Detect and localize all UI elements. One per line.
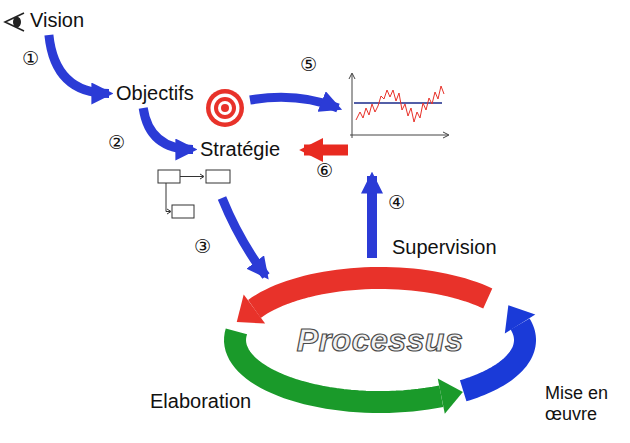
ring-arrowhead xyxy=(438,379,463,414)
node-text: Vision xyxy=(30,9,84,32)
ring-segment xyxy=(254,278,487,309)
arrow-five xyxy=(250,97,338,108)
callout-number: ⑥ xyxy=(316,160,333,182)
ring-text-holder: Processus xyxy=(220,262,540,418)
process-ring: Processus xyxy=(220,262,540,418)
callout-number: ③ xyxy=(194,236,211,258)
process-title: Processus xyxy=(297,322,463,359)
phase-label: Mise en œuvre xyxy=(545,383,620,424)
arrow-four xyxy=(367,176,377,258)
callout-number: ④ xyxy=(388,192,405,214)
flow-arrow xyxy=(143,108,193,150)
objective-node: Objectifs xyxy=(116,82,194,105)
strategy-node: Stratégie xyxy=(200,138,280,161)
arrow-six xyxy=(304,145,348,156)
target-icon xyxy=(206,89,244,127)
callout-number: ⑤ xyxy=(300,54,317,76)
flow-arrow xyxy=(49,35,109,94)
node-text: Objectifs xyxy=(116,82,194,105)
eye-icon xyxy=(5,13,24,31)
ring-arrowhead xyxy=(237,295,265,324)
callout-number: ② xyxy=(108,132,125,154)
node-text: Stratégie xyxy=(200,138,280,161)
arrow-three xyxy=(222,198,266,276)
chart-icon xyxy=(349,73,449,138)
phase-label: Supervision xyxy=(392,236,497,259)
callout-number: ① xyxy=(22,48,39,70)
vision-node: Vision xyxy=(30,9,84,32)
flowchart-icon xyxy=(158,170,230,218)
phase-label: Elaboration xyxy=(150,390,251,413)
ring-segment xyxy=(463,324,525,391)
ring-arrowhead xyxy=(505,305,536,333)
